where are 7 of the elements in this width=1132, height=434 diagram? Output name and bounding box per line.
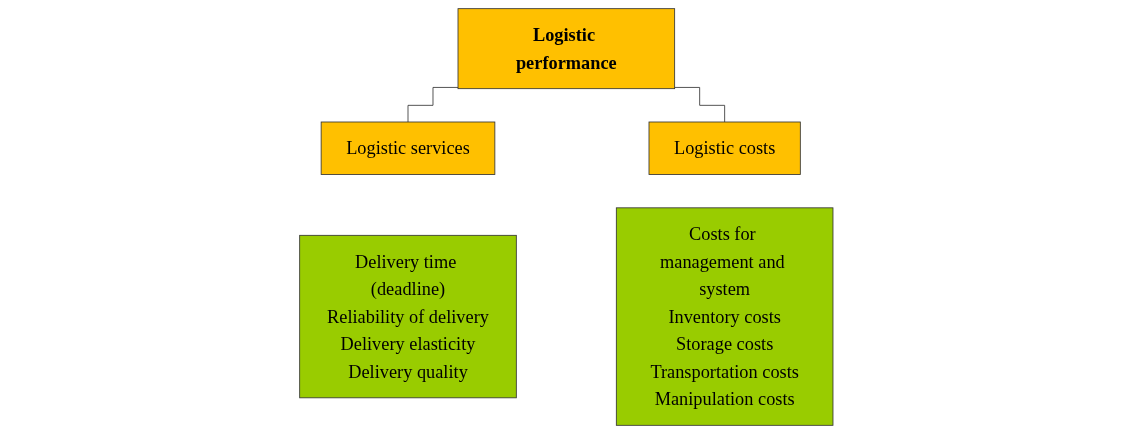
node-box: Costs for management and system Inventory costs Storage costs Transportation costs Manipulation costs: [615, 207, 834, 426]
node-box: Delivery time (deadline) Reliability of delivery Delivery elasticity Delivery quality: [298, 234, 517, 399]
connector: [673, 87, 725, 123]
connector: [407, 87, 459, 123]
node-box: Logistic services: [320, 121, 495, 175]
node-box: Logistic performance: [457, 8, 675, 90]
node-box: Logistic costs: [648, 121, 801, 175]
